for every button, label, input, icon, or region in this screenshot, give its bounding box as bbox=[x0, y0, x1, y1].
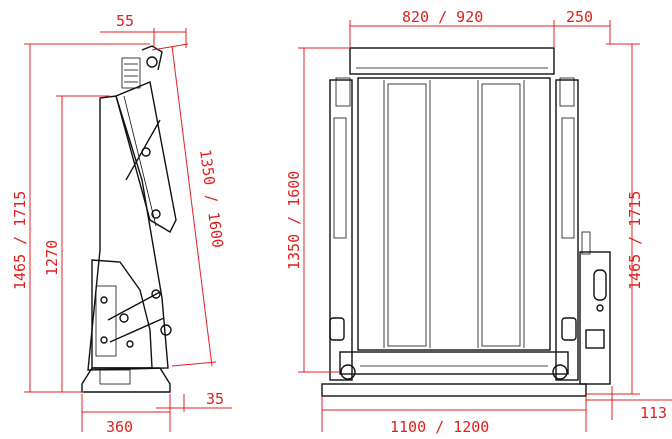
front-top-bar bbox=[349, 47, 555, 75]
side-main-column bbox=[87, 95, 169, 371]
front-control-box bbox=[579, 251, 611, 385]
side-link-arm bbox=[107, 291, 161, 321]
side-folded-platform bbox=[115, 81, 177, 233]
dim-ext-arm-bottom bbox=[171, 361, 217, 367]
side-pivot bbox=[151, 209, 161, 219]
side-view bbox=[81, 45, 177, 393]
front-left-column bbox=[329, 79, 353, 381]
side-link-arm-2 bbox=[109, 317, 165, 343]
side-inner-height-label: 1270 bbox=[43, 240, 61, 276]
side-spring-block bbox=[121, 57, 141, 89]
front-right-wheel bbox=[552, 364, 568, 380]
side-bolt bbox=[126, 340, 134, 348]
dim-line-arm-length bbox=[171, 45, 213, 367]
side-pivot bbox=[119, 313, 129, 323]
front-view-dimensions: 820 / 920 250 1350 / 1600 1465 / 1715 11… bbox=[285, 8, 672, 436]
side-base-width-label: 360 bbox=[106, 418, 133, 436]
front-platform-panel bbox=[357, 77, 551, 351]
front-total-width-label: 1100 / 1200 bbox=[390, 418, 489, 436]
front-control-valve bbox=[581, 231, 591, 255]
side-label-plate bbox=[99, 369, 131, 385]
front-platform-height-label: 1350 / 1600 bbox=[285, 171, 303, 270]
front-right-cylinder bbox=[561, 117, 575, 239]
side-view-dimensions: 55 1465 / 1715 1270 1350 / 1600 360 35 bbox=[11, 12, 232, 436]
front-bottom-crossbar bbox=[339, 351, 569, 375]
front-platform-slat bbox=[387, 83, 427, 347]
side-pivot bbox=[141, 147, 151, 157]
front-control-handle bbox=[593, 269, 607, 301]
side-bracket bbox=[95, 285, 117, 357]
dim-top-offset-label: 55 bbox=[116, 12, 134, 30]
side-top-hinge bbox=[146, 56, 158, 68]
side-base-frame bbox=[81, 367, 171, 393]
dim-ext-arm-top bbox=[151, 43, 189, 51]
front-side-depth-label: 113 bbox=[640, 404, 667, 422]
side-total-height-label: 1465 / 1715 bbox=[11, 191, 29, 290]
front-right-latch bbox=[561, 317, 577, 341]
front-control-panel bbox=[585, 329, 605, 349]
front-base-plate bbox=[321, 383, 587, 397]
side-pivot bbox=[151, 289, 161, 299]
side-bolt bbox=[100, 336, 108, 344]
front-platform-width-label: 820 / 920 bbox=[402, 8, 483, 26]
front-platform-slat bbox=[481, 83, 521, 347]
front-right-column bbox=[555, 79, 579, 381]
front-left-cylinder bbox=[333, 117, 347, 239]
side-platform-edge bbox=[123, 95, 157, 227]
front-side-offset-label: 250 bbox=[566, 8, 593, 26]
front-left-latch bbox=[329, 317, 345, 341]
front-left-spring bbox=[335, 77, 351, 107]
side-bolt bbox=[100, 296, 108, 304]
front-left-wheel bbox=[340, 364, 356, 380]
side-arm-length-label: 1350 / 1600 bbox=[196, 148, 227, 249]
front-view bbox=[321, 47, 611, 397]
front-total-height-label: 1465 / 1715 bbox=[626, 191, 644, 290]
side-mechanism-plate bbox=[91, 259, 153, 369]
front-right-spring bbox=[559, 77, 575, 107]
side-pivot bbox=[160, 324, 172, 336]
front-control-knob bbox=[596, 304, 604, 312]
side-foot-label: 35 bbox=[206, 390, 224, 408]
